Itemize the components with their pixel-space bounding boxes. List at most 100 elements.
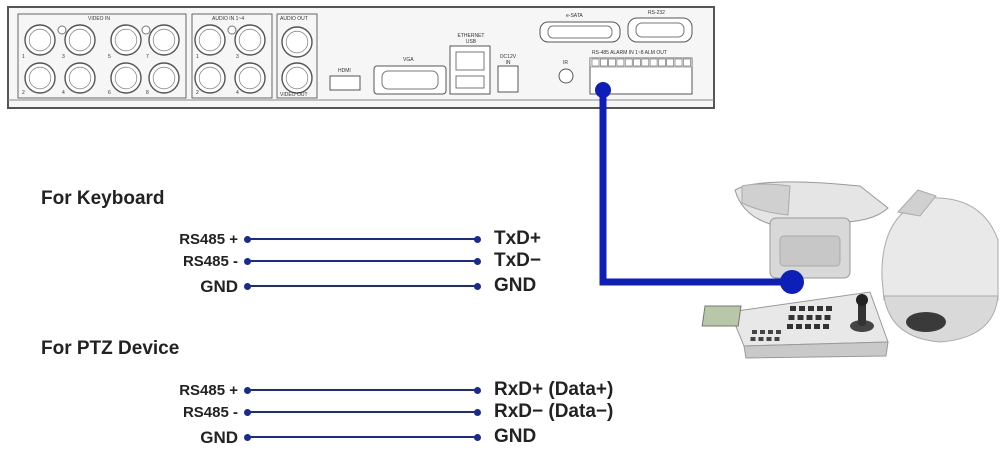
esata-port <box>539 21 621 43</box>
cable-connector-dvr <box>595 82 611 98</box>
wire <box>248 285 476 287</box>
terminal-pin <box>658 58 666 67</box>
wire-endpoint <box>474 409 481 416</box>
keyboard-key <box>817 306 823 311</box>
bnc-connector-ring <box>152 66 176 90</box>
keyboard-key <box>766 337 772 341</box>
keyboard-keys <box>750 306 832 341</box>
video-in-number: 1 <box>22 54 25 60</box>
ethernet-label: ETHERNET USB <box>457 33 485 45</box>
keyboard-key <box>776 330 781 334</box>
video-in-number: 4 <box>62 90 65 96</box>
bnc-connector-ring <box>114 66 138 90</box>
wire-endpoint <box>244 283 251 290</box>
ptz-section-heading: For PTZ Device <box>41 338 180 359</box>
keyboard-key <box>808 306 814 311</box>
wire-left-label: GND <box>200 428 238 447</box>
terminal-pin <box>666 58 675 67</box>
audio-out-label: AUDIO OUT <box>280 16 308 22</box>
dc-power-port <box>497 65 519 93</box>
keyboard-key <box>774 337 780 341</box>
wire <box>248 389 476 391</box>
wire-endpoint <box>244 258 251 265</box>
ethernet-usb-port <box>449 45 491 95</box>
indicator-dot <box>57 25 67 35</box>
bnc-connector-ring <box>28 66 52 90</box>
video-in-number: 2 <box>22 90 25 96</box>
keyboard-key <box>815 315 822 320</box>
bnc-connector-ring <box>285 30 309 54</box>
bnc-connector-ring <box>152 28 176 52</box>
audio-in-number: 2 <box>196 90 199 96</box>
video-in-label: VIDEO IN <box>88 16 110 22</box>
terminal-pin <box>674 58 683 67</box>
bnc-connector-ring <box>198 66 222 90</box>
keyboard-key <box>796 324 802 329</box>
keyboard-key <box>823 324 829 329</box>
video-in-number: 7 <box>146 54 149 60</box>
keyboard-key <box>750 337 756 341</box>
wire <box>248 411 476 413</box>
keyboard-key <box>826 306 832 311</box>
bnc-connector-ring <box>238 66 262 90</box>
ptz-camera-housing <box>734 181 889 279</box>
keyboard-key <box>758 337 764 341</box>
wire-endpoint <box>474 434 481 441</box>
esata-label: e-SATA <box>566 13 583 19</box>
wire-endpoint <box>244 387 251 394</box>
terminal-pin <box>641 58 650 67</box>
dome-camera <box>881 189 999 343</box>
wire-left-label: GND <box>200 277 238 296</box>
wire-right-label: GND <box>494 426 537 447</box>
bnc-connector-ring <box>68 66 92 90</box>
wire-right-label: GND <box>494 275 537 296</box>
dc-label: DC12V IN <box>499 54 517 66</box>
audio-in-number: 1 <box>196 54 199 60</box>
wire-right-label: RxD+ (Data+) <box>494 379 614 400</box>
rs232-label: RS-232 <box>648 10 665 16</box>
terminal-pin <box>682 58 691 67</box>
terminal-pin <box>591 58 600 67</box>
wire-endpoint <box>474 258 481 265</box>
bnc-connector-ring <box>238 28 262 52</box>
keyboard-key <box>799 306 805 311</box>
wire-left-label: RS485 - <box>182 404 238 421</box>
keyboard-key <box>797 315 804 320</box>
bnc-connector-ring <box>68 28 92 52</box>
rs485-cable <box>599 90 790 286</box>
ir-port <box>558 68 574 84</box>
wire-left-label: RS485 + <box>179 382 238 399</box>
keyboard-key <box>768 330 773 334</box>
wire-endpoint <box>474 387 481 394</box>
keyboard-key <box>805 324 811 329</box>
terminal-pin <box>633 58 641 67</box>
keyboard-key <box>760 330 765 334</box>
wire-endpoint <box>474 236 481 243</box>
keyboard-key <box>788 315 795 320</box>
indicator-dot <box>227 25 237 35</box>
wire-right-label: RxD− (Data−) <box>494 401 614 422</box>
terminal-pin <box>649 58 658 67</box>
rs232-port <box>627 17 693 43</box>
bnc-connector-ring <box>28 28 52 52</box>
cable-connector-device <box>780 270 804 294</box>
video-in-number: 6 <box>108 90 111 96</box>
keyboard-key <box>806 315 813 320</box>
video-out-label: VIDEO OUT <box>280 92 308 98</box>
wire-left-label: RS485 - <box>182 253 238 270</box>
vga-port <box>373 65 447 95</box>
keyboard-section-heading: For Keyboard <box>41 188 165 209</box>
hdmi-label: HDMI <box>338 68 351 74</box>
terminal-pin <box>599 58 608 67</box>
terminal-pin <box>608 58 616 67</box>
keyboard-key <box>790 306 796 311</box>
wire-endpoint <box>474 283 481 290</box>
audio-in-number: 3 <box>236 54 239 60</box>
ir-label: IR <box>563 60 568 66</box>
terminal-label: RS-485 ALARM IN 1~8 ALM OUT <box>592 50 667 56</box>
terminal-pins <box>591 58 691 67</box>
wire-endpoint <box>244 236 251 243</box>
audio-in-number: 4 <box>236 90 239 96</box>
vga-label: VGA <box>403 57 414 63</box>
